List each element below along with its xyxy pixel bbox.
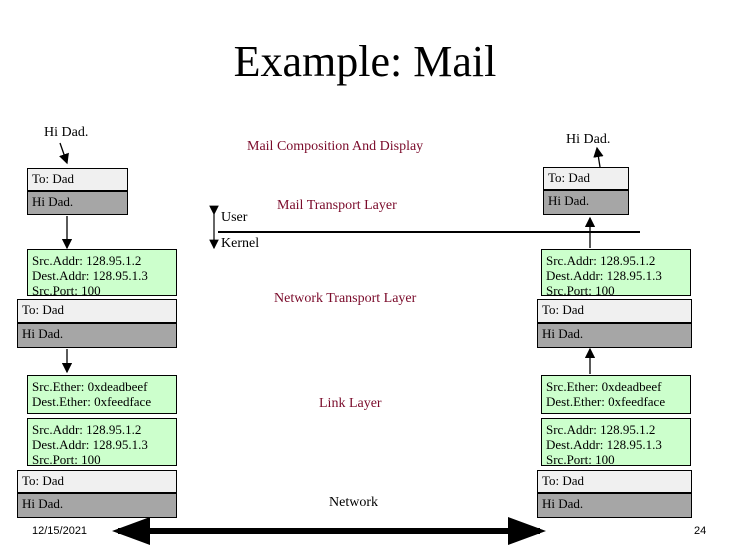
- receiver-ether-src: Src.Ether: 0xdeadbeef: [546, 379, 662, 394]
- sender-net-src-addr: Src.Addr: 128.95.1.2: [32, 253, 142, 268]
- footer-date: 12/15/2021: [32, 525, 88, 537]
- receiver-net-headers: Src.Addr: 128.95.1.2 Dest.Addr: 128.95.1…: [541, 249, 691, 296]
- sender-ether-src: Src.Ether: 0xdeadbeef: [32, 379, 148, 394]
- receiver-link-src-addr: Src.Addr: 128.95.1.2: [546, 422, 656, 437]
- layer-network-transport: Network Transport Layer: [274, 291, 417, 306]
- receiver-net-src-addr: Src.Addr: 128.95.1.2: [546, 253, 656, 268]
- sender-link-net-headers: Src.Addr: 128.95.1.2 Dest.Addr: 128.95.1…: [27, 418, 177, 466]
- sender-ether-headers: Src.Ether: 0xdeadbeef Dest.Ether: 0xfeed…: [27, 375, 177, 414]
- receiver-arrow-display: [593, 146, 604, 168]
- receiver-ether-headers: Src.Ether: 0xdeadbeef Dest.Ether: 0xfeed…: [541, 375, 691, 414]
- layer-mail-composition: Mail Composition And Display: [247, 139, 424, 154]
- layer-link: Link Layer: [319, 396, 382, 411]
- footer-page-number: 24: [694, 525, 707, 537]
- user-label: User: [221, 210, 248, 225]
- receiver-net-src-port: Src.Port: 100: [546, 283, 615, 296]
- sender-link-to: To: Dad: [17, 470, 177, 493]
- receiver-ether-dest: Dest.Ether: 0xfeedface: [546, 394, 666, 409]
- sender-net-dest-addr: Dest.Addr: 128.95.1.3: [32, 268, 148, 283]
- receiver-mail-to: To: Dad: [543, 167, 629, 190]
- kernel-label: Kernel: [221, 236, 260, 251]
- receiver-link-net-headers: Src.Addr: 128.95.1.2 Dest.Addr: 128.95.1…: [541, 418, 691, 466]
- receiver-link-to: To: Dad: [537, 470, 692, 493]
- sender-net-body: Hi Dad.: [17, 323, 177, 348]
- sender-link-dest-addr: Dest.Addr: 128.95.1.3: [32, 437, 148, 452]
- network-wire-right-head: [508, 517, 546, 545]
- sender-net-src-port: Src.Port: 100: [32, 283, 101, 296]
- network-wire-left-head: [112, 517, 150, 545]
- sender-message-label: Hi Dad.: [44, 125, 89, 140]
- sender-mail-to: To: Dad: [27, 168, 128, 191]
- receiver-net-body: Hi Dad.: [537, 323, 692, 348]
- receiver-link-body: Hi Dad.: [537, 493, 692, 518]
- layer-mail-transport: Mail Transport Layer: [277, 198, 397, 213]
- sender-link-src-addr: Src.Addr: 128.95.1.2: [32, 422, 142, 437]
- receiver-mail-body: Hi Dad.: [543, 190, 629, 215]
- sender-net-headers: Src.Addr: 128.95.1.2 Dest.Addr: 128.95.1…: [27, 249, 177, 296]
- page-title: Example: Mail: [233, 37, 497, 86]
- receiver-message-label: Hi Dad.: [566, 132, 611, 147]
- layer-network: Network: [329, 495, 378, 510]
- sender-mail-body: Hi Dad.: [27, 191, 128, 215]
- receiver-net-to: To: Dad: [537, 299, 692, 323]
- sender-arrow-compose: [59, 142, 69, 165]
- receiver-net-dest-addr: Dest.Addr: 128.95.1.3: [546, 268, 662, 283]
- sender-link-src-port: Src.Port: 100: [32, 452, 101, 466]
- sender-net-to: To: Dad: [17, 299, 177, 323]
- receiver-link-src-port: Src.Port: 100: [546, 452, 615, 466]
- receiver-link-dest-addr: Dest.Addr: 128.95.1.3: [546, 437, 662, 452]
- sender-ether-dest: Dest.Ether: 0xfeedface: [32, 394, 152, 409]
- sender-link-body: Hi Dad.: [17, 493, 177, 518]
